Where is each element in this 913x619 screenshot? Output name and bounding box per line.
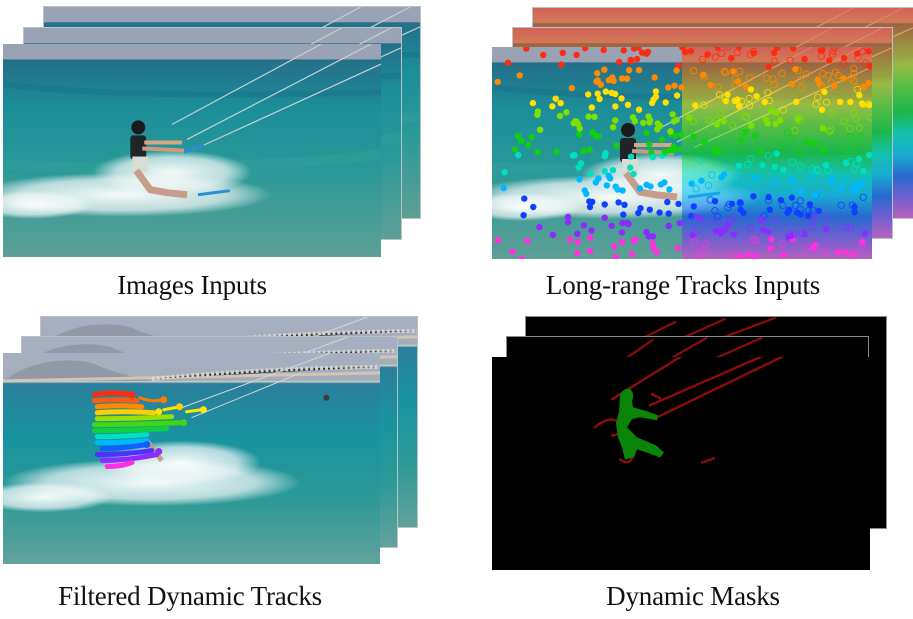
caption-long-range-tracks: Long-range Tracks Inputs <box>545 270 821 300</box>
caption-images-inputs: Images Inputs <box>117 270 267 300</box>
mask-frame-front <box>492 357 870 570</box>
input-frame-front <box>3 44 381 257</box>
caption-filtered-dynamic-tracks: Filtered Dynamic Tracks <box>58 581 322 611</box>
tracks-frame-front <box>492 47 872 259</box>
filtered-frame-front <box>3 353 380 564</box>
caption-dynamic-masks: Dynamic Masks <box>606 581 780 611</box>
